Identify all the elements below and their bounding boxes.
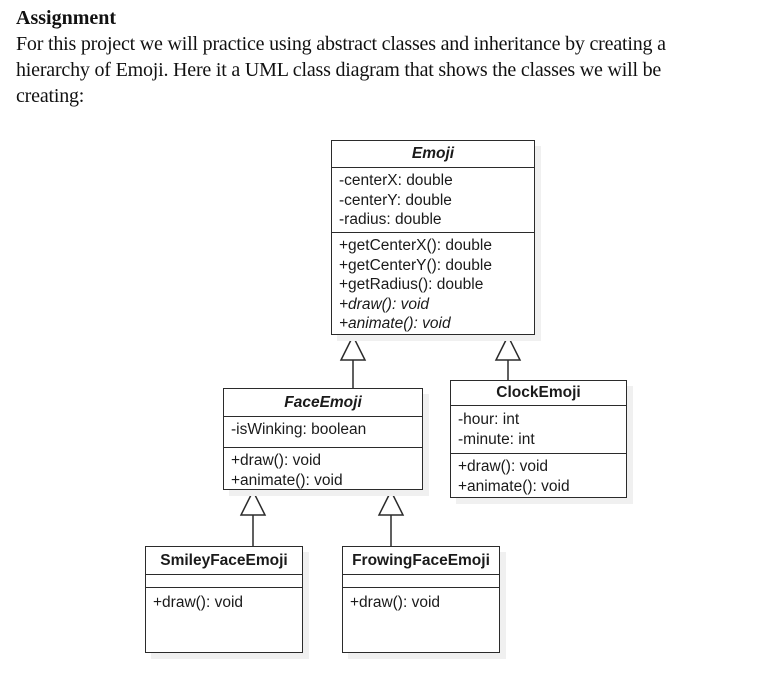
class-box-frowingfaceemoji: FrowingFaceEmoji +draw(): void <box>342 546 500 653</box>
inheritance-arrowhead-smileyfaceemoji-to-faceemoji <box>239 489 267 516</box>
page-title: Assignment <box>16 7 117 29</box>
method-row: +animate(): void <box>231 471 343 489</box>
method-row: +draw(): void <box>339 295 430 313</box>
method-row: +animate(): void <box>458 477 570 495</box>
attribute-row: -centerY: double <box>339 191 452 209</box>
class-methods: +draw(): void +animate(): void <box>451 454 626 497</box>
method-row: +getCenterX(): double <box>339 237 492 254</box>
class-attributes: -centerX: double -centerY: double -radiu… <box>332 168 534 233</box>
paragraph-line: creating: <box>16 85 85 107</box>
paragraph-line: For this project we will practice using … <box>16 33 666 55</box>
attribute-row: -radius: double <box>339 211 442 228</box>
method-row: +draw(): void <box>153 594 244 611</box>
class-attributes <box>343 575 499 588</box>
method-row: +getCenterY(): double <box>339 256 492 274</box>
method-row: +getRadius(): double <box>339 276 484 293</box>
class-name: SmileyFaceEmoji <box>146 547 302 575</box>
attribute-row: -isWinking: boolean <box>231 421 367 438</box>
inheritance-arrowhead-frowingfaceemoji-to-faceemoji <box>377 489 405 516</box>
class-name: FrowingFaceEmoji <box>343 547 499 575</box>
attribute-row: -hour: int <box>458 411 520 428</box>
class-methods: +getCenterX(): double +getCenterY(): dou… <box>332 233 534 334</box>
class-methods: +draw(): void <box>343 588 499 652</box>
intro-paragraph: For this project we will practice using … <box>16 31 666 109</box>
class-attributes: -hour: int -minute: int <box>451 406 626 454</box>
class-name: FaceEmoji <box>224 389 422 417</box>
document-header: Assignment For this project we will prac… <box>16 5 666 109</box>
attribute-row: -centerX: double <box>339 172 453 189</box>
paragraph-line: hierarchy of Emoji. Here it a UML class … <box>16 59 662 81</box>
class-name: ClockEmoji <box>451 381 626 406</box>
class-box-smileyfaceemoji: SmileyFaceEmoji +draw(): void <box>145 546 303 653</box>
method-row: +draw(): void <box>350 594 441 611</box>
class-box-clockemoji: ClockEmoji -hour: int -minute: int +draw… <box>450 380 627 498</box>
class-box-emoji: Emoji -centerX: double -centerY: double … <box>331 140 535 335</box>
attribute-row: -minute: int <box>458 430 535 448</box>
method-row: +draw(): void <box>231 452 322 469</box>
method-row: +animate(): void <box>339 315 451 332</box>
class-attributes <box>146 575 302 588</box>
class-name: Emoji <box>332 141 534 168</box>
class-attributes: -isWinking: boolean <box>224 417 422 448</box>
inheritance-arrowhead-faceemoji-to-emoji <box>339 334 367 361</box>
class-methods: +draw(): void <box>146 588 302 652</box>
class-box-faceemoji: FaceEmoji -isWinking: boolean +draw(): v… <box>223 388 423 490</box>
class-methods: +draw(): void +animate(): void <box>224 448 422 490</box>
method-row: +draw(): void <box>458 458 549 475</box>
inheritance-arrowhead-clockemoji-to-emoji <box>494 334 522 361</box>
